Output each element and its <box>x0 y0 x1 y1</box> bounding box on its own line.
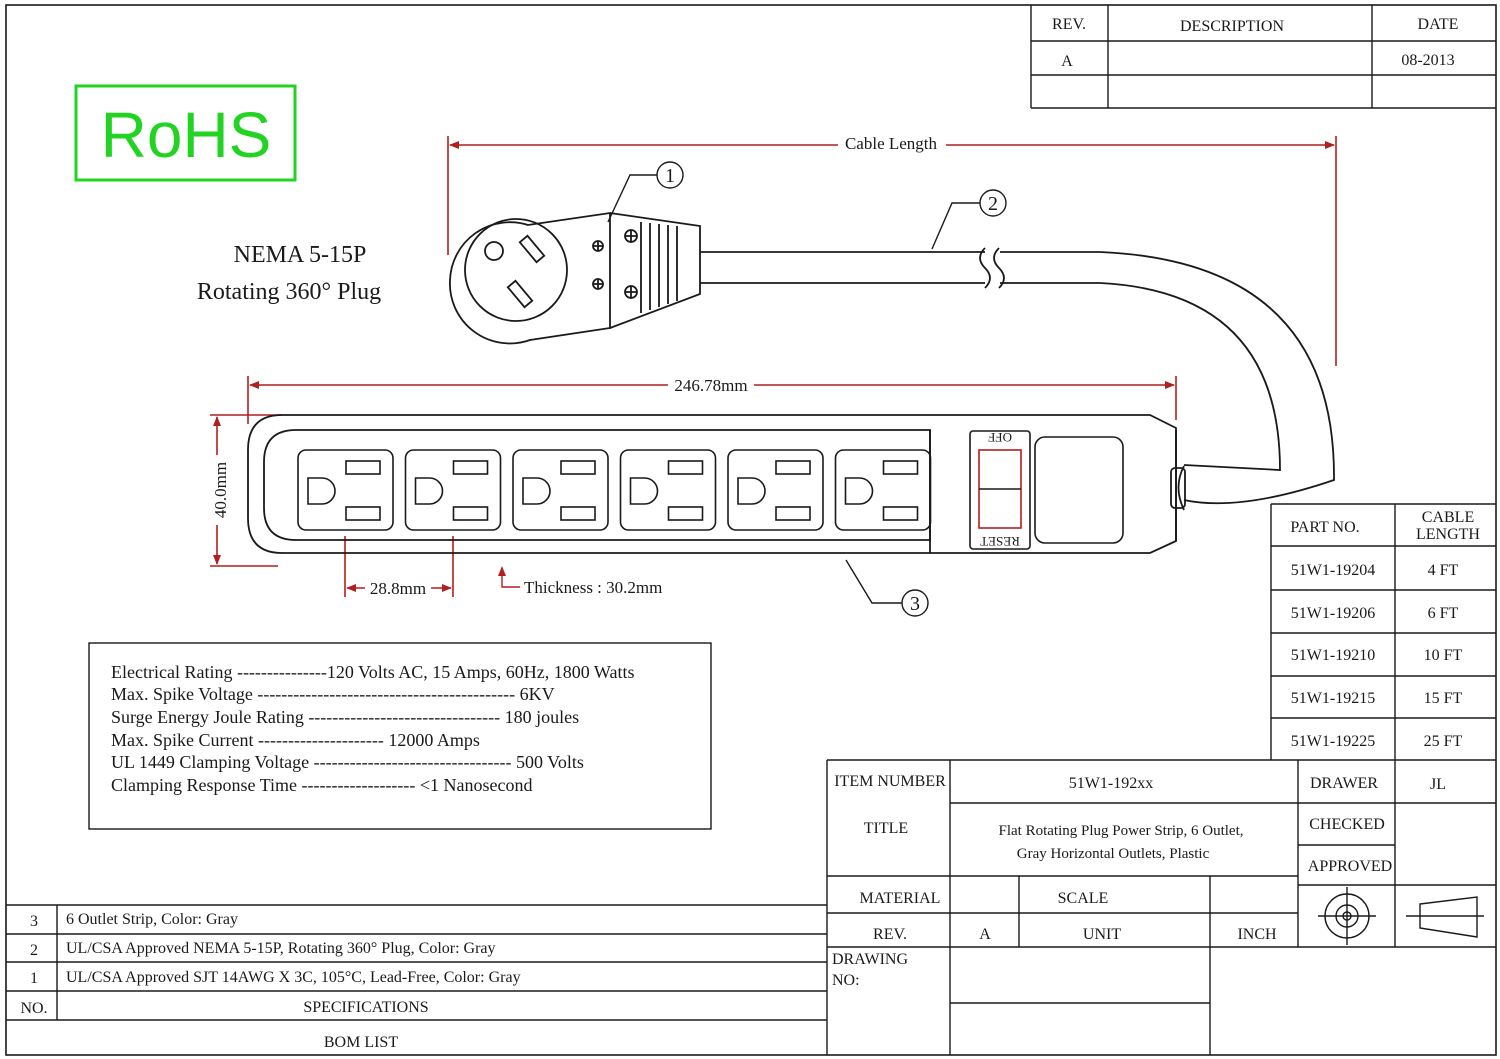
spec-line: Electrical Rating ---------------120 Vol… <box>111 662 634 682</box>
drawing-no-label: NO: <box>832 972 860 989</box>
spec-line: Max. Spike Voltage ---------------------… <box>111 684 555 704</box>
projection-circle-icon <box>1318 887 1376 945</box>
rohs-badge <box>74 84 297 182</box>
rev-value: A <box>1061 53 1073 70</box>
scale-label: SCALE <box>1058 890 1109 907</box>
specs-box <box>88 642 712 830</box>
length-label: 246.78mm <box>674 376 747 395</box>
projection-cone-icon <box>1406 896 1484 938</box>
switch-off-label: OFF <box>988 430 1012 445</box>
approved-label: APPROVED <box>1308 858 1392 875</box>
bom-row-no: 1 <box>30 970 38 987</box>
cable-length-value: 10 FT <box>1424 647 1463 664</box>
outlet-pitch-dimension <box>344 536 454 597</box>
power-strip <box>247 414 1177 554</box>
bom-row-spec: UL/CSA Approved NEMA 5-15P, Rotating 360… <box>66 940 496 957</box>
thickness-leader <box>498 566 520 588</box>
cable-length-header: CABLE <box>1422 509 1474 526</box>
item-number-label: ITEM NUMBER <box>834 773 946 790</box>
title-block <box>826 759 1496 1055</box>
callout-2-label: 2 <box>988 193 998 215</box>
item-number-value: 51W1-192xx <box>1069 775 1153 792</box>
length-dimension <box>247 376 1177 424</box>
title-label: TITLE <box>864 820 908 837</box>
cable-length-header: LENGTH <box>1416 526 1480 543</box>
cable-length-dimension <box>447 136 1337 366</box>
bom-caption: BOM LIST <box>324 1034 398 1051</box>
rev-label: REV. <box>873 926 907 943</box>
part-number: 51W1-19210 <box>1291 647 1375 664</box>
callout-1-label: 1 <box>665 165 675 187</box>
outlet-receptacle <box>404 449 502 531</box>
outlet-receptacle <box>512 449 609 531</box>
bom-table <box>6 904 827 1021</box>
outlet-receptacle <box>619 449 717 531</box>
spec-line: Max. Spike Current ---------------------… <box>111 730 480 750</box>
part-number: 51W1-19215 <box>1291 690 1375 707</box>
thickness-label: Thickness : 30.2mm <box>524 578 662 597</box>
drawer-value: JL <box>1430 776 1446 793</box>
bom-spec-header: SPECIFICATIONS <box>303 999 428 1016</box>
title-line1: Flat Rotating Plug Power Strip, 6 Outlet… <box>998 823 1243 839</box>
part-number: 51W1-19206 <box>1291 605 1375 622</box>
callout-2 <box>931 189 1007 250</box>
checked-label: CHECKED <box>1309 816 1385 833</box>
cable-length-label: Cable Length <box>845 134 938 153</box>
height-label: 40.0mm <box>211 462 230 518</box>
height-dimension <box>210 414 282 567</box>
date-header: DATE <box>1418 16 1459 33</box>
date-value: 08-2013 <box>1401 52 1454 69</box>
unit-value: INCH <box>1237 926 1277 943</box>
outlet-row <box>297 449 932 531</box>
rev-value: A <box>979 926 991 943</box>
rev-header: REV. <box>1052 16 1086 33</box>
rohs-label: RoHS <box>101 99 272 171</box>
part-number: 51W1-19225 <box>1291 733 1375 750</box>
spec-line: Surge Energy Joule Rating --------------… <box>111 707 579 727</box>
spec-line: Clamping Response Time -----------------… <box>111 775 533 795</box>
part-number: 51W1-19204 <box>1291 562 1375 579</box>
outlet-receptacle <box>834 449 932 531</box>
cable-length-value: 6 FT <box>1428 605 1459 622</box>
plug-label-line1: NEMA 5-15P <box>234 242 367 268</box>
revision-block <box>1030 5 1496 109</box>
reset-switch <box>969 430 1031 550</box>
indicator-window <box>1034 436 1124 544</box>
outlet-receptacle <box>727 449 824 531</box>
title-line2: Gray Horizontal Outlets, Plastic <box>1017 846 1210 862</box>
plug-label-line2: Rotating 360° Plug <box>197 279 381 305</box>
cable-length-value: 15 FT <box>1424 690 1463 707</box>
page-border <box>5 4 1497 1056</box>
part-no-header: PART NO. <box>1290 519 1359 536</box>
outlet-receptacle <box>297 449 394 531</box>
cable-cord <box>1170 465 1186 511</box>
callout-3-label: 3 <box>910 593 920 615</box>
bom-no-header: NO. <box>20 1000 47 1017</box>
material-label: MATERIAL <box>860 890 941 907</box>
unit-label: UNIT <box>1083 926 1121 943</box>
bom-row-no: 3 <box>30 913 38 930</box>
rotating-plug <box>449 211 1335 505</box>
drawer-label: DRAWER <box>1310 775 1378 792</box>
cable-length-value: 25 FT <box>1424 733 1463 750</box>
bom-row-spec: UL/CSA Approved SJT 14AWG X 3C, 105°C, L… <box>66 969 521 986</box>
callout-1 <box>607 161 684 223</box>
callout-3 <box>845 559 929 617</box>
spec-line: UL 1449 Clamping Voltage ---------------… <box>111 752 584 772</box>
part-table <box>1270 503 1496 760</box>
bom-row-no: 2 <box>30 942 38 959</box>
switch-reset-label: RESET <box>980 534 1020 549</box>
outlet-pitch-label: 28.8mm <box>370 579 426 598</box>
cable-length-value: 4 FT <box>1428 562 1459 579</box>
drawing-no-label: DRAWING <box>832 951 908 968</box>
bom-row-spec: 6 Outlet Strip, Color: Gray <box>66 911 238 928</box>
description-header: DESCRIPTION <box>1180 18 1284 35</box>
